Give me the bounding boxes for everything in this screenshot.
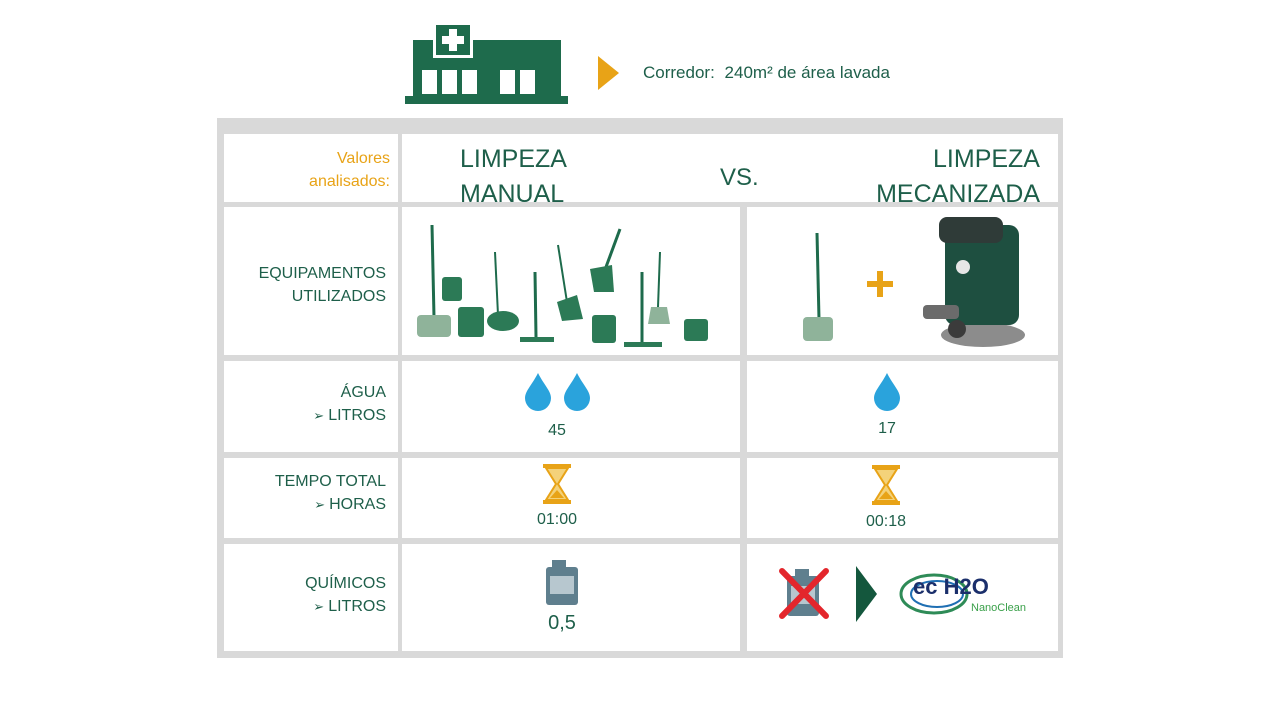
no-chemicals-icon [779,568,829,619]
chemicals-unit: LITROS [328,598,386,615]
time-label-cell: TEMPO TOTAL ➢HORAS [224,458,398,538]
equipment-label-cell: EQUIPAMENTOS UTILIZADOS [224,207,398,355]
manual-equipment-cell [402,207,740,355]
manual-time-cell: 01:00 [402,458,740,538]
manual-time-value: 01:00 [536,511,578,528]
mechanized-title: LIMPEZA MECANIZADA [876,145,1040,208]
hourglass-icon [872,465,900,505]
mechanized-equipment-cell [747,207,1058,355]
values-analyzed-label: Valores analisados: [309,150,390,190]
hourglass-icon [543,464,571,504]
logo-main-text: ec H2O [913,574,989,599]
mop-icon [803,232,833,341]
title-cell: LIMPEZA MANUAL VS. LIMPEZA MECANIZADA [402,134,1058,208]
vs-label: VS. [720,164,759,191]
manual-cleaning-tools-icon [417,224,708,347]
manual-chemicals-cell: 0,5 [402,544,740,651]
mechanized-time-cell: 00:18 [747,458,1058,538]
equipment-label: EQUIPAMENTOS UTILIZADOS [258,265,386,305]
logo-sub-text: NanoClean [971,602,1027,614]
chemicals-label-cell: QUÍMICOS ➢LITROS [224,544,398,651]
comparison-table: Valores analisados: LIMPEZA MANUAL VS. L… [217,118,1063,658]
values-label-cell: Valores analisados: [224,134,398,202]
manual-water-cell: 45 [402,361,740,452]
time-label: TEMPO TOTAL ➢HORAS [274,473,386,513]
mechanized-time-value: 00:18 [865,513,907,530]
time-unit: HORAS [329,496,386,513]
water-drop-icon [525,373,551,411]
play-arrow-icon [598,56,620,95]
hospital-icon [405,22,570,104]
scrubber-machine-icon [923,217,1025,347]
manual-chemicals-value: 0,5 [548,612,576,634]
mechanized-water-value: 17 [878,420,896,437]
manual-title: LIMPEZA MANUAL [460,145,567,208]
location-label: Corredor: [643,63,715,82]
plus-icon [867,271,893,302]
triangle-arrow-icon [856,566,878,627]
water-label: ÁGUA ➢LITROS [313,384,386,424]
chemical-jug-icon [546,560,578,605]
water-drop-icon [874,373,900,411]
chemicals-label: QUÍMICOS ➢LITROS [305,575,386,615]
water-unit: LITROS [328,407,386,424]
mechanized-chemicals-cell: ec H2O NanoClean [747,544,1058,651]
water-label-cell: ÁGUA ➢LITROS [224,361,398,452]
area-text: 240m² de área lavada [724,63,890,82]
ech2o-nanoclean-logo: ec H2O NanoClean [899,572,1044,618]
area-description: Corredor: 240m² de área lavada [643,63,890,83]
mechanized-water-cell: 17 [747,361,1058,452]
manual-water-value: 45 [548,422,566,439]
water-drop-icon [564,373,590,411]
